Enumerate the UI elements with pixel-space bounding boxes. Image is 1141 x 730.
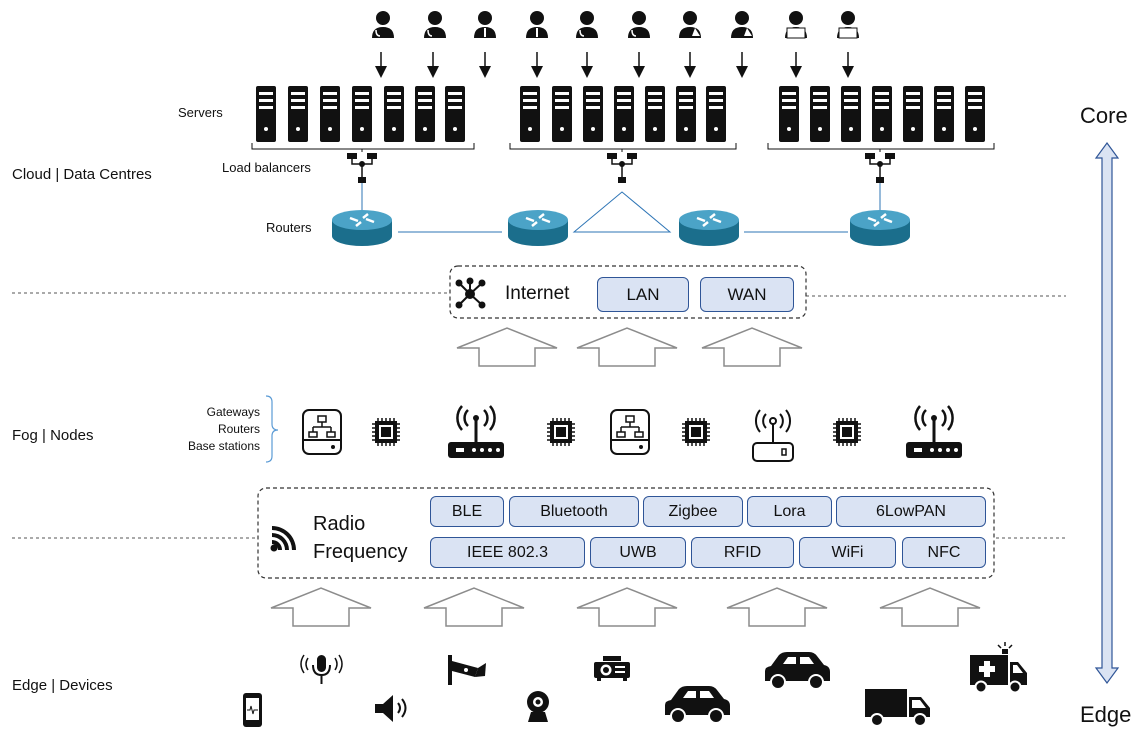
up-arrow-icon [726, 587, 828, 627]
core-label: Core [1080, 103, 1128, 128]
protocol-ieee-802-3: IEEE 802.3 [430, 537, 585, 568]
fog-layer-label: Fog | Nodes [12, 427, 94, 444]
doctor-icon [628, 11, 650, 38]
smartphone-icon [243, 693, 262, 727]
microphone-icon [300, 654, 343, 684]
scientist-icon [731, 11, 753, 38]
radio-title-line2: Frequency [313, 541, 408, 563]
load-balancers-label: Load balancers [222, 160, 311, 175]
up-arrow-icon [879, 587, 981, 627]
protocol-lora: Lora [747, 496, 832, 527]
up-arrow-icon [576, 327, 678, 367]
developer-icon [785, 11, 807, 39]
car-icon [764, 651, 831, 690]
protocol-uwb: UWB [590, 537, 686, 568]
users-row [372, 11, 859, 39]
radio-frequency-title: Radio Frequency [313, 510, 408, 566]
protocol-wifi: WiFi [799, 537, 896, 568]
chip-icon [546, 417, 576, 447]
wan-pill: WAN [700, 277, 794, 312]
load-balancer-icon [346, 152, 378, 184]
speaker-icon [375, 695, 407, 722]
edge-label: Edge [1080, 702, 1132, 727]
radio-frequency-box [257, 487, 995, 579]
protocol-zigbee: Zigbee [643, 496, 743, 527]
lan-pill: LAN [597, 277, 689, 312]
protocol-bluetooth: Bluetooth [509, 496, 639, 527]
core-edge-axis-arrow [1094, 141, 1120, 685]
edge-layer-label: Edge | Devices [12, 677, 113, 694]
servers-label: Servers [178, 105, 223, 120]
router-icon [848, 208, 912, 248]
gateway-icon [610, 409, 650, 455]
internet-label: Internet [505, 283, 570, 304]
doctor-icon [372, 11, 394, 38]
router-antenna-icon [446, 404, 506, 460]
fog-labels: Gateways Routers Base stations [160, 404, 260, 455]
load-balancer-icon [864, 152, 896, 184]
routers-label: Routers [266, 220, 312, 235]
server-group-1 [251, 86, 475, 152]
webcam-icon [527, 691, 549, 722]
router-links [361, 183, 881, 233]
businessman-icon [474, 11, 496, 38]
wifi-router-icon [752, 409, 794, 462]
protocol-ble: BLE [430, 496, 504, 527]
security-camera-icon [448, 655, 486, 685]
protocol-rfid: RFID [691, 537, 794, 568]
server-group-2 [509, 86, 737, 152]
signal-icon [270, 526, 296, 552]
car-icon [664, 685, 731, 724]
server-group-3 [767, 86, 995, 152]
gateways-label: Gateways [206, 405, 260, 419]
scientist-icon [679, 11, 701, 38]
chip-icon [832, 417, 862, 447]
load-balancer-icon [606, 152, 638, 184]
internet-box [449, 265, 807, 319]
chip-icon [371, 417, 401, 447]
up-arrow-icon [423, 587, 525, 627]
doctor-icon [424, 11, 446, 38]
up-arrow-icon [270, 587, 372, 627]
network-hub-icon [455, 277, 486, 309]
fog-routers-label: Routers [217, 422, 260, 436]
projector-icon [594, 656, 630, 681]
up-arrow-icon [576, 587, 678, 627]
chip-icon [681, 417, 711, 447]
router-icon [506, 208, 570, 248]
developer-icon [837, 11, 859, 39]
businessman-icon [526, 11, 548, 38]
base-stations-label: Base stations [187, 439, 260, 453]
ambulance-icon [970, 642, 1027, 694]
layer-separators [12, 292, 1066, 539]
gateway-icon [302, 409, 342, 455]
up-arrow-icon [701, 327, 803, 367]
protocol-nfc: NFC [902, 537, 986, 568]
doctor-icon [576, 11, 598, 38]
fog-brace [265, 395, 279, 463]
radio-title-line1: Radio [313, 513, 366, 535]
protocol-6lowpan: 6LowPAN [836, 496, 986, 527]
up-arrow-icon [456, 327, 558, 367]
router-icon [330, 208, 394, 248]
user-arrows [375, 52, 854, 78]
router-antenna-icon [904, 404, 964, 460]
cloud-layer-label: Cloud | Data Centres [12, 166, 152, 183]
router-icon [677, 208, 741, 248]
truck-icon [865, 689, 930, 727]
